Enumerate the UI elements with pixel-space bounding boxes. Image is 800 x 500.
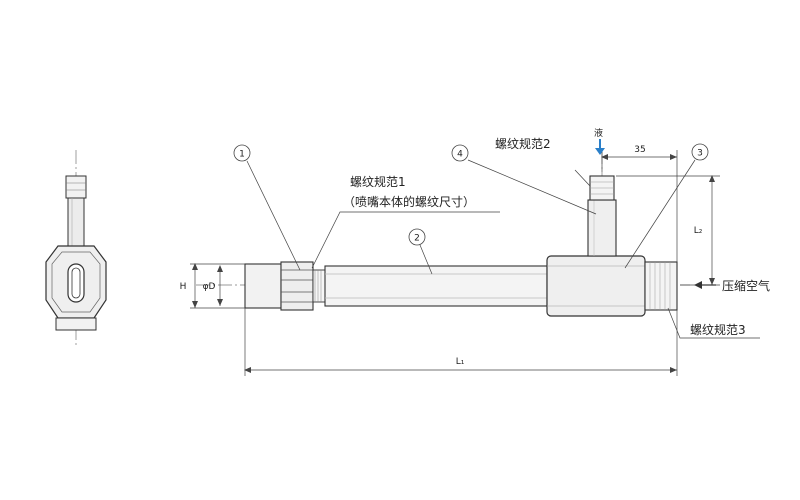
leaders (246, 159, 760, 339)
part-number-4: 4 (457, 150, 463, 160)
tee-body (546, 255, 678, 317)
dim-l1-label: L₁ (456, 357, 465, 367)
liquid-label: 液 (594, 127, 603, 139)
pipe (324, 265, 548, 307)
part-balloon-3: 3 (691, 143, 709, 161)
liquid-arrow (595, 139, 605, 155)
part-balloon-4: 4 (451, 144, 469, 162)
part-number-3: 3 (697, 149, 703, 159)
dim-l2-label: L₂ (694, 226, 703, 236)
dim-h-label: H (180, 282, 187, 292)
part-balloon-2: 2 (408, 228, 426, 246)
side-view (45, 150, 107, 345)
main-view (196, 150, 690, 317)
compressed-air-arrow (694, 281, 716, 289)
thread-spec-3-label: 螺纹规范3 (690, 322, 746, 337)
dim-35-label: 35 (634, 145, 645, 155)
nozzle-body (244, 261, 326, 311)
branch-nipple (587, 175, 617, 257)
part-number-2: 2 (414, 234, 420, 244)
dimensions (190, 150, 720, 376)
part-balloon-1: 1 (233, 144, 251, 162)
dim-phid-label: φD (203, 282, 216, 292)
thread-spec-1-note: （喷嘴本体的螺纹尺寸） (343, 194, 475, 209)
thread-spec-1-label: 螺纹规范1 (350, 174, 406, 189)
compressed-air-label: 压缩空气 (722, 278, 770, 293)
thread-spec-2-label: 螺纹规范2 (495, 136, 551, 151)
part-number-1: 1 (239, 150, 245, 160)
